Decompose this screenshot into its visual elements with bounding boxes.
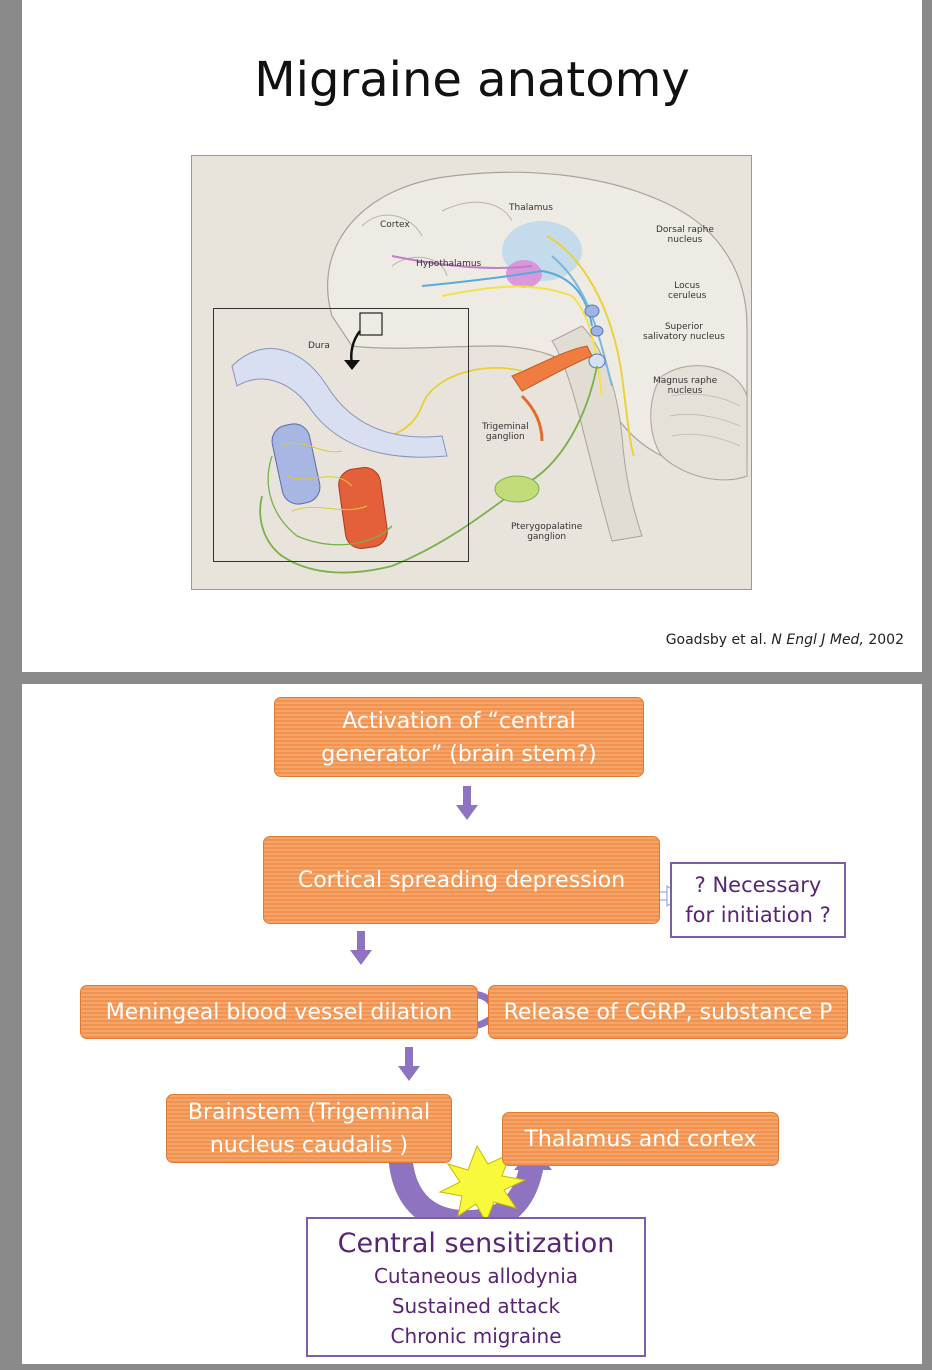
arrow-down-1 bbox=[456, 786, 478, 820]
step-meningeal-label: Meningeal blood vessel dilation bbox=[105, 1000, 453, 1025]
step-cgrp-release: Release of CGRP, substance P bbox=[488, 985, 848, 1039]
step-central-generator: Activation of “central generator” (brain… bbox=[274, 697, 644, 777]
label-ptery-line1: Pterygopalatine bbox=[511, 522, 583, 532]
label-dorsal-raphe: Dorsal raphe nucleus bbox=[656, 225, 714, 245]
dura-membrane bbox=[231, 348, 448, 458]
step-cgrp-label: Release of CGRP, substance P bbox=[503, 1000, 833, 1025]
step-thalamus-cortex: Thalamus and cortex bbox=[502, 1112, 779, 1166]
citation-journal: N Engl J Med, bbox=[771, 632, 864, 648]
step-central-generator-line2: generator” (brain stem?) bbox=[321, 742, 597, 767]
necessary-for-initiation-note: ? Necessary for initiation ? bbox=[670, 862, 846, 938]
label-superior-line1: Superior bbox=[664, 322, 703, 332]
step-brainstem: Brainstem (Trigeminal nucleus caudalis ) bbox=[166, 1094, 452, 1163]
step-csd-label: Cortical spreading depression bbox=[297, 868, 626, 893]
step-brainstem-line2: nucleus caudalis ) bbox=[209, 1133, 409, 1158]
label-locus-line1: Locus bbox=[674, 281, 701, 291]
blue-vessel bbox=[271, 423, 321, 505]
outcome-cutaneous-allodynia: Cutaneous allodynia bbox=[373, 1264, 579, 1288]
label-superior-line2: salivatory nucleus bbox=[643, 332, 725, 342]
central-sensitization-box: Central sensitization Cutaneous allodyni… bbox=[306, 1217, 646, 1357]
label-ptery-line2: ganglion bbox=[527, 532, 567, 542]
trigeminal-nerve bbox=[511, 345, 593, 392]
pterygopalatine-ganglion-shape bbox=[494, 475, 540, 503]
label-locus-ceruleus: Locus ceruleus bbox=[668, 281, 706, 301]
label-magnus-line2: nucleus bbox=[667, 386, 703, 396]
brainstem-shape bbox=[551, 325, 643, 542]
step-meningeal-dilation: Meningeal blood vessel dilation bbox=[80, 985, 478, 1039]
outcome-chronic-migraine: Chronic migraine bbox=[390, 1324, 562, 1348]
label-locus-line2: ceruleus bbox=[668, 291, 707, 301]
note-line1: ? Necessary bbox=[694, 873, 822, 897]
step-thalamus-cortex-label: Thalamus and cortex bbox=[524, 1127, 757, 1152]
label-dorsal-raphe-line2: nucleus bbox=[667, 235, 703, 245]
red-vessel bbox=[338, 467, 388, 549]
central-sensitization-title: Central sensitization bbox=[337, 1228, 615, 1259]
label-pterygopalatine-ganglion: Pterygopalatine ganglion bbox=[511, 522, 582, 542]
citation-authors: Goadsby et al. bbox=[665, 632, 767, 648]
label-cortex: Cortex bbox=[380, 220, 410, 230]
step-brainstem-line1: Brainstem (Trigeminal bbox=[187, 1100, 431, 1125]
step-cortical-spreading-depression: Cortical spreading depression bbox=[263, 836, 660, 924]
citation-year: 2002 bbox=[868, 632, 904, 648]
outcome-sustained-attack: Sustained attack bbox=[391, 1294, 561, 1318]
slide-migraine-pathway: Activation of “central generator” (brain… bbox=[22, 684, 922, 1364]
brain-illustration-svg bbox=[231, 171, 748, 574]
dura-inset-frame bbox=[213, 308, 469, 562]
label-magnus-line1: Magnus raphe bbox=[653, 376, 718, 386]
label-dura: Dura bbox=[308, 341, 330, 351]
note-line2: for initiation ? bbox=[685, 903, 831, 927]
label-hypothalamus: Hypothalamus bbox=[416, 259, 482, 269]
slide-migraine-anatomy: Migraine anatomy bbox=[22, 0, 922, 672]
arrow-down-3 bbox=[398, 1047, 420, 1081]
label-magnus-raphe: Magnus raphe nucleus bbox=[653, 376, 717, 396]
citation: Goadsby et al. N Engl J Med, 2002 bbox=[666, 632, 904, 648]
label-thalamus: Thalamus bbox=[509, 203, 553, 213]
label-superior-salivatory: Superior salivatory nucleus bbox=[643, 322, 725, 342]
label-trigeminal-ganglion: Trigeminal ganglion bbox=[482, 422, 529, 442]
arrow-down-2 bbox=[350, 931, 372, 965]
label-dorsal-raphe-line1: Dorsal raphe bbox=[656, 225, 714, 235]
step-central-generator-line1: Activation of “central bbox=[342, 709, 576, 734]
label-trigeminal-line2: ganglion bbox=[485, 432, 525, 442]
migraine-anatomy-illustration: Cortex Thalamus Hypothalamus Dorsal raph… bbox=[191, 155, 752, 590]
label-trigeminal-line1: Trigeminal bbox=[482, 422, 529, 432]
slide-title: Migraine anatomy bbox=[254, 52, 690, 108]
cerebellum-shape bbox=[650, 365, 748, 481]
